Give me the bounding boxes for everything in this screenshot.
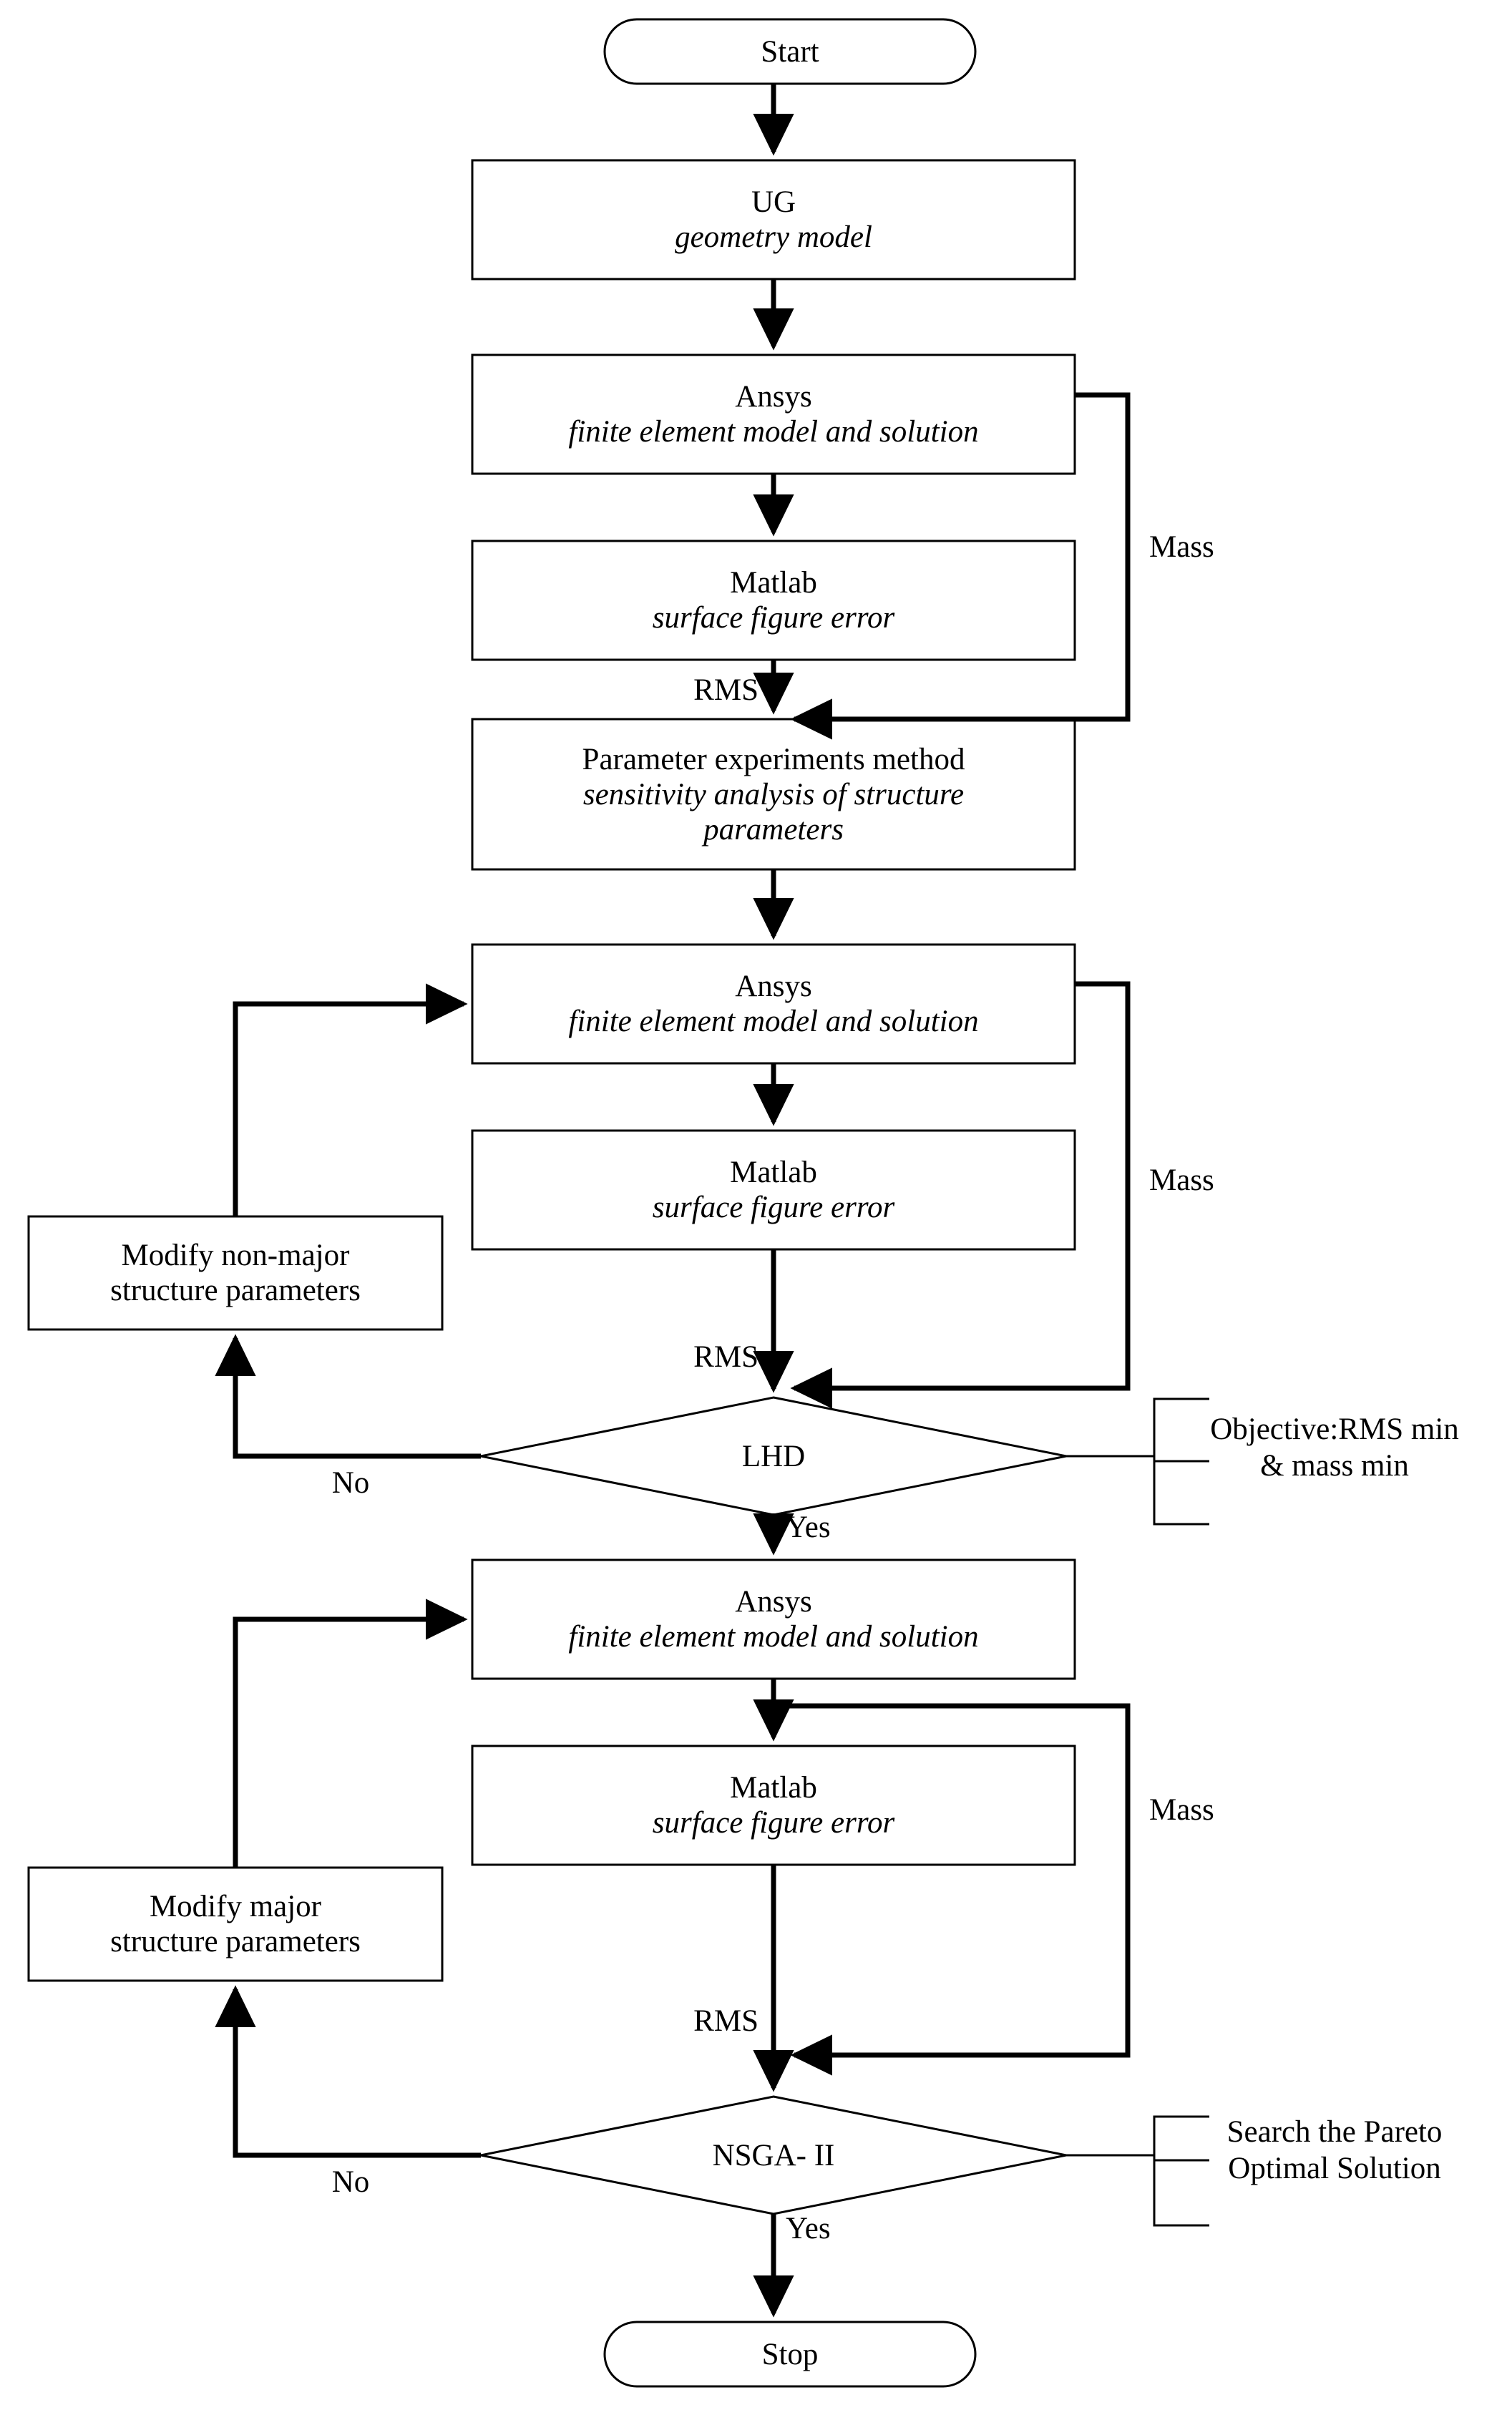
edge-modify-non-major-to-ansys2 — [233, 983, 468, 1216]
node-ansys-1-label: Ansys — [735, 380, 812, 414]
node-lhd-text: LHD — [630, 1424, 917, 1488]
edge-label-yes-1: Yes — [786, 1511, 831, 1544]
edge-label-mass-3: Mass — [1149, 1793, 1214, 1827]
node-matlab-1-text: Matlab surface figure error — [472, 541, 1075, 660]
node-start — [603, 18, 977, 85]
node-stop-label: Stop — [761, 2337, 819, 2371]
node-ug-label: UG — [751, 185, 796, 219]
node-matlab-1-sublabel: surface figure error — [652, 601, 895, 635]
node-stop — [603, 2321, 977, 2388]
node-ansys-3-label: Ansys — [735, 1585, 812, 1619]
bracket-objective-shape — [1153, 1397, 1209, 1526]
node-ansys-3-text: Ansys finite element model and solution — [472, 1560, 1075, 1679]
node-modify-major-text: Modify major structure parameters — [29, 1868, 442, 1981]
node-modify-non-major — [27, 1215, 444, 1331]
node-parameter-experiments — [471, 718, 1076, 871]
node-ug-text: UG geometry model — [472, 160, 1075, 279]
node-modify-major-label: Modify major structure parameters — [110, 1890, 361, 1958]
node-matlab-3 — [471, 1745, 1076, 1866]
edge-no-loop-2 — [215, 1985, 481, 2158]
node-parameter-experiments-label: Parameter experiments method — [582, 742, 965, 776]
node-start-text: Start — [605, 19, 975, 84]
node-stop-text: Stop — [605, 2322, 975, 2386]
edge-label-no-2: No — [331, 2165, 370, 2199]
annotation-pareto: Search the Pareto Optimal Solution — [1226, 2115, 1443, 2185]
node-lhd-label: LHD — [741, 1439, 806, 1473]
edge-label-yes-2: Yes — [786, 2212, 831, 2245]
node-ansys-3 — [471, 1558, 1076, 1680]
node-ansys-1 — [471, 353, 1076, 475]
node-parameter-experiments-sublabel: sensitivity analysis of structure parame… — [582, 777, 965, 847]
node-ansys-3-sublabel: finite element model and solution — [568, 1620, 979, 1654]
node-nsga-text: NSGA- II — [630, 2123, 917, 2187]
edge-modify-major-to-ansys3 — [233, 1599, 468, 1868]
annotation-objective: Objective:RMS min & mass min — [1210, 1413, 1459, 1483]
node-ansys-1-text: Ansys finite element model and solution — [472, 355, 1075, 474]
node-matlab-1-label: Matlab — [730, 566, 817, 600]
node-matlab-2-text: Matlab surface figure error — [472, 1131, 1075, 1249]
node-ansys-2-label: Ansys — [735, 970, 812, 1003]
node-modify-non-major-label: Modify non-major structure parameters — [110, 1239, 361, 1307]
node-modify-non-major-text: Modify non-major structure parameters — [29, 1216, 442, 1330]
edge-label-rms-3: RMS — [693, 2004, 759, 2038]
edge-label-mass-1: Mass — [1149, 530, 1214, 564]
node-ansys-1-sublabel: finite element model and solution — [568, 415, 979, 449]
node-matlab-2-sublabel: surface figure error — [652, 1191, 895, 1224]
node-matlab-3-text: Matlab surface figure error — [472, 1746, 1075, 1865]
node-modify-major — [27, 1866, 444, 1982]
edge-label-no-1: No — [331, 1466, 370, 1500]
node-ansys-2-text: Ansys finite element model and solution — [472, 945, 1075, 1063]
edge-no-loop-1 — [215, 1334, 481, 1459]
edge-mass-loop-3 — [774, 1703, 1131, 2076]
node-matlab-1 — [471, 540, 1076, 661]
node-nsga-label: NSGA- II — [712, 2138, 835, 2172]
bracket-pareto-shape — [1153, 2115, 1209, 2227]
node-matlab-2-label: Matlab — [730, 1156, 817, 1189]
edge-label-rms-2: RMS — [693, 1340, 759, 1374]
node-start-label: Start — [761, 34, 819, 69]
edge-mass-loop-2 — [790, 981, 1131, 1409]
node-ug-sublabel: geometry model — [675, 220, 872, 254]
node-parameter-experiments-text: Parameter experiments method sensitivity… — [478, 719, 1069, 869]
node-ansys-2-sublabel: finite element model and solution — [568, 1005, 979, 1038]
edge-mass-loop-1 — [790, 392, 1131, 740]
edge-label-rms-1: RMS — [693, 673, 759, 707]
node-matlab-3-label: Matlab — [730, 1771, 817, 1805]
node-matlab-3-sublabel: surface figure error — [652, 1806, 895, 1840]
node-ug — [471, 159, 1076, 280]
edge-label-mass-2: Mass — [1149, 1163, 1214, 1197]
